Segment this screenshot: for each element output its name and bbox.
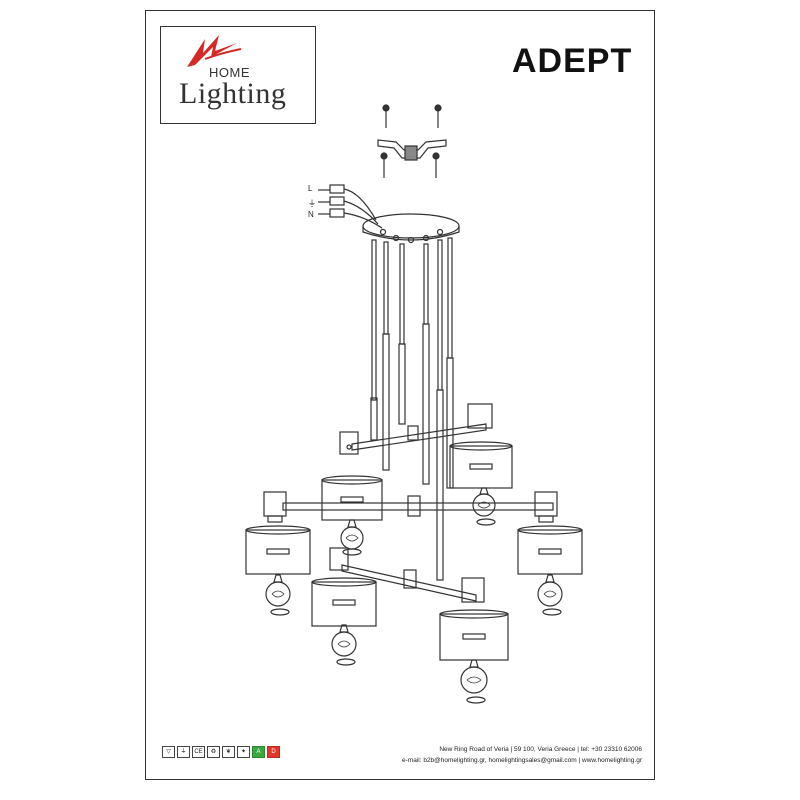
wire-label-live: L	[308, 184, 313, 193]
footer-address: New Ring Road of Veria | 59 100, Veria G…	[439, 746, 642, 753]
earth-icon: ⏚	[177, 746, 190, 758]
triangle-icon: ▽	[162, 746, 175, 758]
logo-home-text: HOME	[209, 65, 250, 80]
ceiling-canopy-icon	[362, 213, 460, 244]
certification-icons: ▽ ⏚ CE ♻ ❦ ✦ A D	[162, 746, 280, 758]
leaf-icon: ❦	[222, 746, 235, 758]
terminal-block-icon	[318, 184, 383, 229]
chandelier-arms	[282, 423, 554, 602]
page-frame	[145, 10, 655, 780]
product-title: ADEPT	[512, 42, 633, 80]
logo-lighting-text: Lighting	[179, 77, 287, 110]
brand-logo-mark-icon	[187, 35, 242, 67]
wire-label-neutral: N	[308, 210, 314, 219]
mounting-screws-icon	[380, 104, 442, 178]
arm-end-caps	[263, 403, 558, 603]
ce-mark-icon: CE	[192, 746, 205, 758]
wire-label-earth: ⏚	[308, 199, 316, 208]
energy-class-d-icon: D	[267, 746, 280, 758]
recycle-bin-icon: ♻	[207, 746, 220, 758]
footer-email-web: e-mail: b2b@homelighting.gr, homelightin…	[402, 757, 642, 764]
footer-contact: New Ring Road of Veria | 59 100, Veria G…	[402, 744, 642, 766]
brand-logo: HOME Lighting	[160, 26, 316, 124]
bulb-icon: ✦	[237, 746, 250, 758]
mounting-bracket-icon	[377, 139, 447, 161]
suspension-rods	[370, 237, 454, 581]
energy-class-a-icon: A	[252, 746, 265, 758]
shade-and-bulb-icon	[245, 441, 583, 704]
